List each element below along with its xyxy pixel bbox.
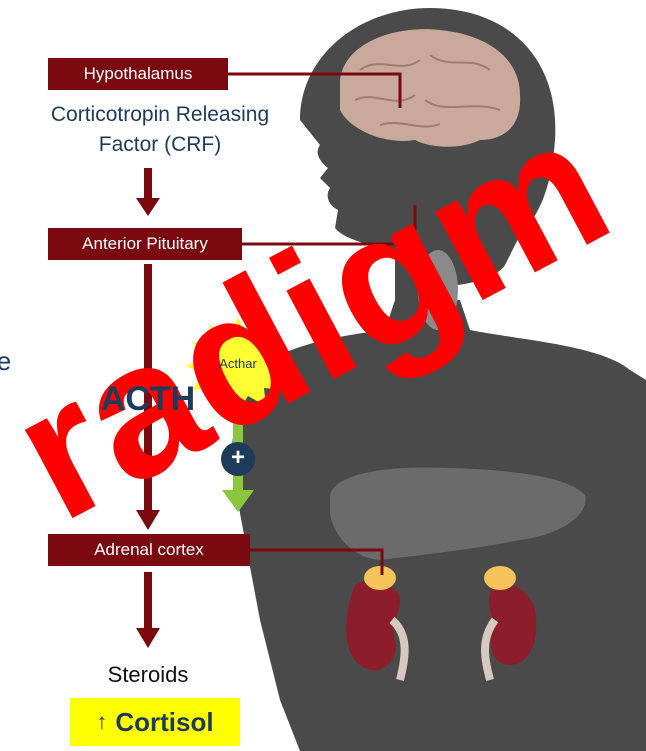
- crf-text: Corticotropin Releasing Factor (CRF): [20, 100, 300, 160]
- acth-label: ACTH: [88, 380, 208, 419]
- plus-symbol: +: [221, 443, 255, 473]
- arrow-crf-shaft: [144, 168, 152, 202]
- left-adrenal-gland: [364, 566, 396, 590]
- arrow-crf-head: [136, 198, 160, 216]
- cortisol-label: Cortisol: [115, 707, 213, 738]
- adrenal-cortex-label: Adrenal cortex: [48, 534, 250, 566]
- crf-line-2: Factor (CRF): [20, 130, 300, 160]
- acthar-label: Acthar: [200, 356, 276, 371]
- arrow-steroids-head: [136, 628, 160, 648]
- cortisol-up-arrow: ↑: [96, 709, 107, 735]
- crf-line-1: Corticotropin Releasing: [20, 100, 300, 130]
- steroids-label: Steroids: [78, 662, 218, 688]
- left-edge-fragment: e: [0, 346, 14, 377]
- anterior-pituitary-label: Anterior Pituitary: [48, 228, 242, 260]
- arrow-steroids-shaft: [144, 572, 152, 632]
- right-adrenal-gland: [484, 566, 516, 590]
- left-kidney: [346, 581, 400, 670]
- cortisol-box: ↑ Cortisol: [70, 698, 240, 746]
- hypothalamus-label: Hypothalamus: [48, 58, 228, 90]
